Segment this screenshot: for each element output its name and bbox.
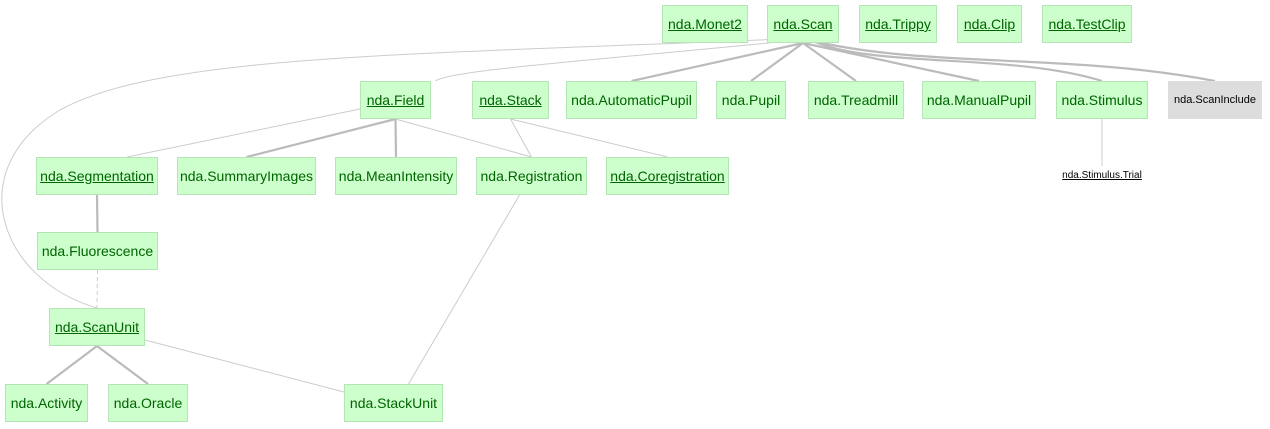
node-label-activity: nda.Activity bbox=[10, 395, 83, 411]
edge-fluorescence-scanunit bbox=[96, 269, 98, 309]
node-label-field: nda.Field bbox=[366, 92, 425, 108]
node-monet2[interactable]: nda.Monet2 bbox=[662, 5, 748, 43]
edge-segmentation-fluorescence bbox=[95, 194, 99, 233]
node-activity[interactable]: nda.Activity bbox=[5, 384, 88, 422]
node-automaticpupil[interactable]: nda.AutomaticPupil bbox=[566, 81, 697, 119]
edge-stack-coregistration bbox=[510, 118, 668, 158]
node-fluorescence[interactable]: nda.Fluorescence bbox=[37, 232, 158, 270]
node-testclip[interactable]: nda.TestClip bbox=[1042, 5, 1132, 43]
node-field[interactable]: nda.Field bbox=[360, 81, 431, 119]
edge-scanunit-activity bbox=[45, 345, 98, 385]
edge-scanunit-oracle bbox=[96, 345, 149, 385]
node-scanunit[interactable]: nda.ScanUnit bbox=[49, 308, 145, 346]
node-label-meanintensity: nda.MeanIntensity bbox=[338, 168, 454, 184]
node-scan[interactable]: nda.Scan bbox=[767, 5, 839, 43]
node-label-coregistration: nda.Coregistration bbox=[610, 168, 725, 184]
edge-scan-treadmill bbox=[802, 42, 857, 82]
edge-scan-manualpupil bbox=[802, 41, 980, 83]
edge-scan-automaticpupil bbox=[631, 41, 804, 83]
node-stackunit[interactable]: nda.StackUnit bbox=[344, 384, 443, 422]
node-label-segmentation: nda.Segmentation bbox=[40, 168, 154, 184]
node-label-scan: nda.Scan bbox=[773, 16, 833, 32]
node-label-scaninclude: nda.ScanInclude bbox=[1174, 94, 1256, 106]
node-trippy[interactable]: nda.Trippy bbox=[859, 5, 937, 43]
edge-scan-scanunit bbox=[1, 38, 784, 309]
node-coregistration[interactable]: nda.Coregistration bbox=[606, 157, 729, 195]
node-label-oracle: nda.Oracle bbox=[113, 395, 183, 411]
node-oracle[interactable]: nda.Oracle bbox=[108, 384, 188, 422]
node-label-summaryimages: nda.SummaryImages bbox=[179, 168, 314, 184]
edge-field-summaryimages bbox=[246, 117, 396, 159]
edge-field-registration bbox=[395, 118, 532, 158]
edge-scanunit-stackunit bbox=[144, 339, 345, 393]
edge-scan-stimulus bbox=[812, 39, 1103, 83]
node-treadmill[interactable]: nda.Treadmill bbox=[808, 81, 904, 119]
node-label-automaticpupil: nda.AutomaticPupil bbox=[571, 92, 692, 108]
edge-field-meanintensity bbox=[394, 118, 398, 158]
node-label-testclip: nda.TestClip bbox=[1048, 16, 1126, 32]
node-label-fluorescence: nda.Fluorescence bbox=[41, 243, 154, 259]
node-label-stack: nda.Stack bbox=[479, 92, 542, 108]
edge-scan-scaninclude bbox=[812, 39, 1216, 83]
node-meanintensity[interactable]: nda.MeanIntensity bbox=[335, 157, 457, 195]
node-registration[interactable]: nda.Registration bbox=[476, 157, 587, 195]
node-label-scanunit: nda.ScanUnit bbox=[54, 319, 140, 335]
node-label-clip: nda.Clip bbox=[963, 16, 1016, 32]
node-stack[interactable]: nda.Stack bbox=[472, 81, 549, 119]
node-label-stimulustrial: nda.Stimulus.Trial bbox=[1062, 169, 1142, 181]
edge-stack-registration bbox=[510, 118, 532, 158]
node-scaninclude[interactable]: nda.ScanInclude bbox=[1168, 81, 1262, 119]
node-clip[interactable]: nda.Clip bbox=[957, 5, 1022, 43]
node-label-trippy: nda.Trippy bbox=[865, 16, 931, 32]
edge-scan-field bbox=[435, 40, 789, 82]
node-stimulustrial[interactable]: nda.Stimulus.Trial bbox=[1056, 164, 1148, 186]
node-label-treadmill: nda.Treadmill bbox=[813, 92, 899, 108]
node-label-stackunit: nda.StackUnit bbox=[349, 395, 438, 411]
node-segmentation[interactable]: nda.Segmentation bbox=[36, 157, 158, 195]
node-manualpupil[interactable]: nda.ManualPupil bbox=[922, 81, 1036, 119]
edge-field-segmentation bbox=[126, 108, 361, 158]
node-pupil[interactable]: nda.Pupil bbox=[716, 81, 786, 119]
node-summaryimages[interactable]: nda.SummaryImages bbox=[177, 157, 316, 195]
edge-registration-stackunit bbox=[408, 194, 520, 385]
node-label-registration: nda.Registration bbox=[480, 168, 583, 184]
edge-scan-pupil bbox=[750, 42, 804, 82]
node-label-monet2: nda.Monet2 bbox=[668, 16, 742, 32]
node-label-pupil: nda.Pupil bbox=[721, 92, 781, 108]
node-label-stimulus: nda.Stimulus bbox=[1061, 92, 1143, 108]
node-label-manualpupil: nda.ManualPupil bbox=[926, 92, 1032, 108]
node-stimulus[interactable]: nda.Stimulus bbox=[1056, 81, 1148, 119]
